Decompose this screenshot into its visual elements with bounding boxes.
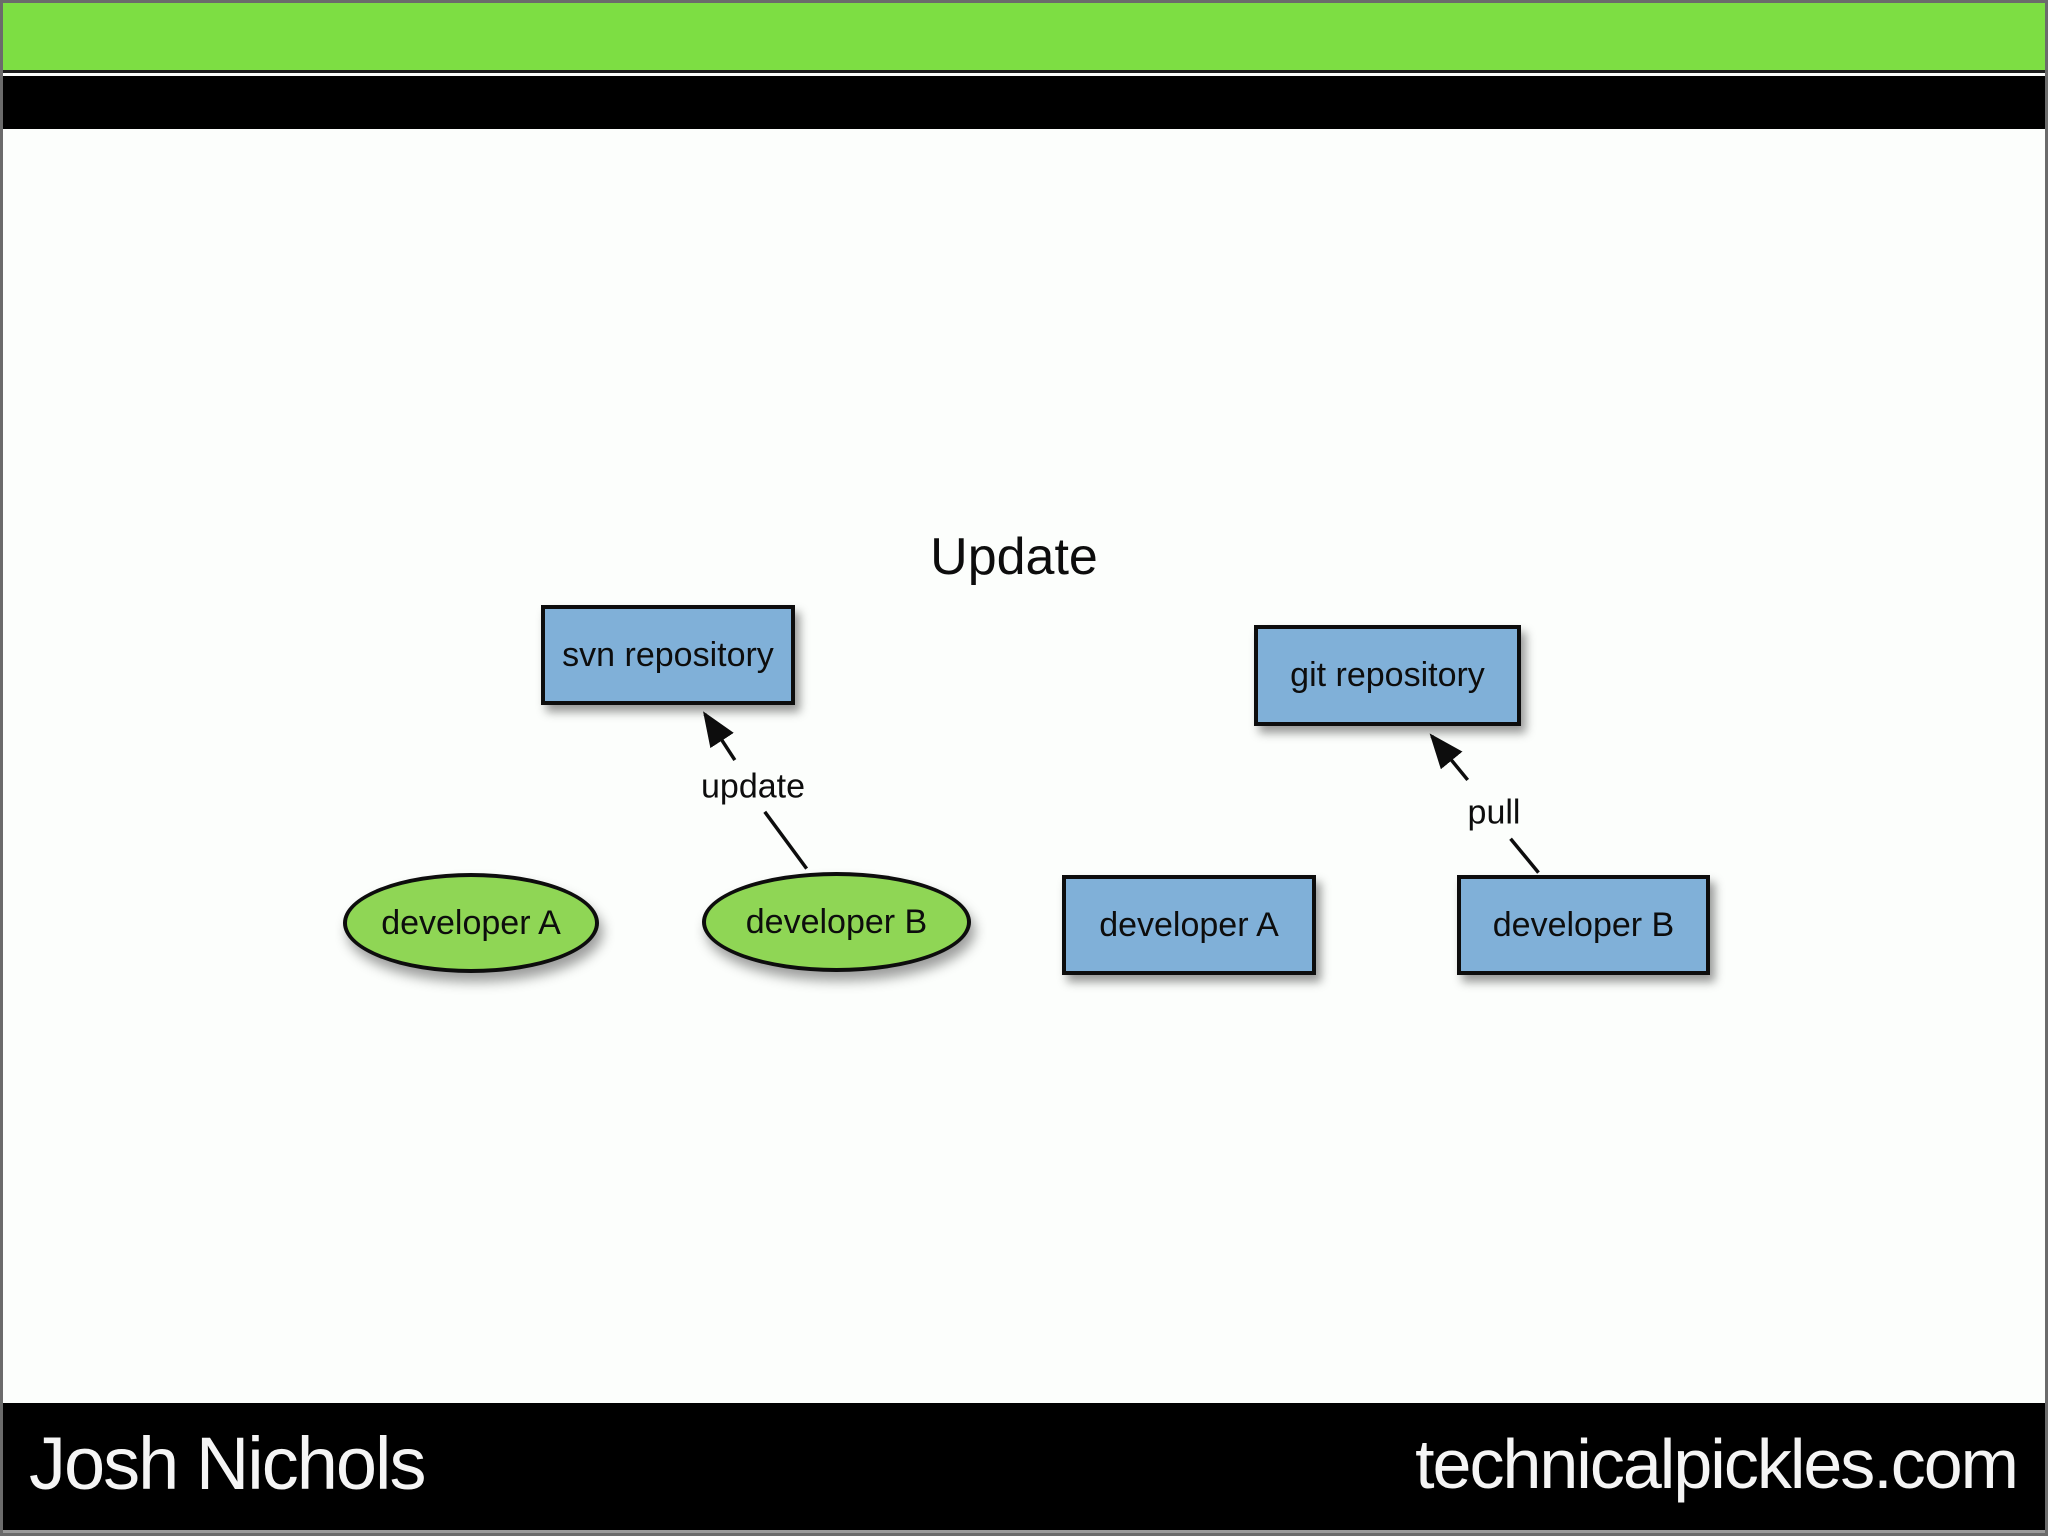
git-developer-b-node: developer B [1457,875,1710,975]
update-arrow-label: update [701,767,805,806]
header-black-bar [3,76,2045,129]
footer-bar: Josh Nichols technicalpickles.com [3,1403,2045,1533]
git-developer-a-label: developer A [1099,905,1279,944]
diagram-arrows [703,711,1540,874]
footer-website: technicalpickles.com [1415,1424,2019,1503]
pull-arrow-head [1429,733,1470,782]
svn-developer-b-node: developer B [702,872,971,972]
header-green-bar [3,3,2045,73]
git-repository-node: git repository [1254,625,1521,726]
update-arrow-head [703,711,737,761]
svn-developer-a-node: developer A [343,873,599,973]
git-repository-label: git repository [1290,656,1485,694]
update-arrow-tail [763,810,809,870]
slide-title: Update [930,528,1098,586]
svn-repository-node: svn repository [541,605,795,705]
git-developer-a-node: developer A [1062,875,1316,975]
pull-arrow-tail [1509,837,1540,874]
git-developer-b-label: developer B [1492,905,1675,944]
footer-author: Josh Nichols [29,1422,427,1505]
svn-developer-b-label: developer B [745,902,928,941]
svn-repository-label: svn repository [562,635,774,674]
pull-arrow-label: pull [1467,793,1521,832]
svn-developer-a-label: developer A [381,903,561,942]
